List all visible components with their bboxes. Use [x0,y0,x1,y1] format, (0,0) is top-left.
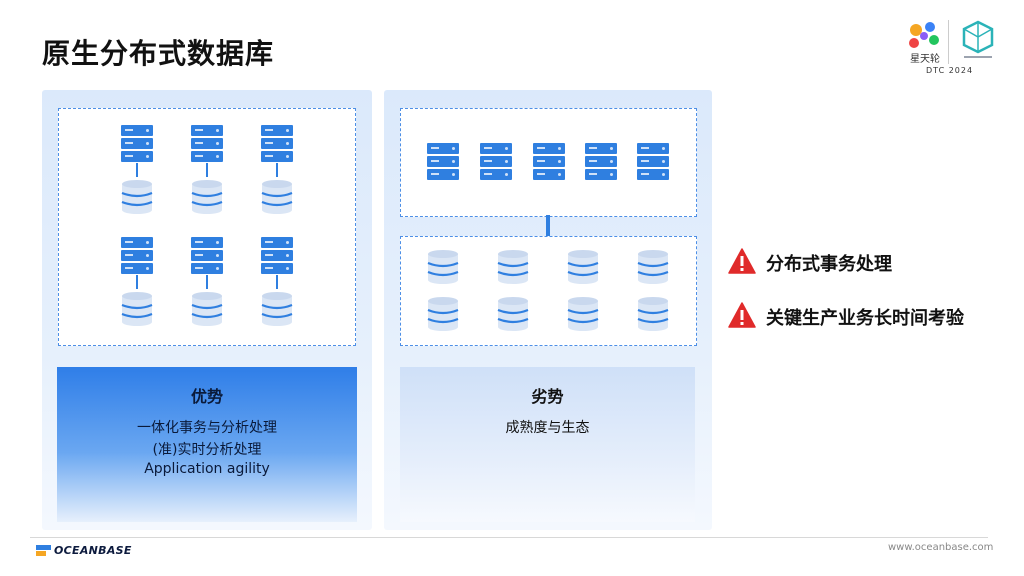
server-icon [121,125,153,163]
warning-icon [728,302,756,328]
tianlun-logo-text: 星天轮 [910,54,940,65]
oceanbase-logo-icon [36,545,51,556]
database-icon [567,250,599,284]
disadvantages-box: 劣势 成熟度与生态 [400,367,695,522]
advantages-box: 优势 一体化事务与分析处理 (准)实时分析处理 Application agil… [57,367,357,522]
database-icon [497,250,529,284]
server-icon [121,237,153,275]
database-icon [567,297,599,331]
disadvantages-heading: 劣势 [531,387,564,406]
layer-connector [546,215,550,237]
server-icon [637,143,669,181]
tianlun-logo-icon [909,22,939,48]
server-icon [585,143,617,181]
advantage-line-1: 一体化事务与分析处理 [137,420,277,436]
database-icon [637,250,669,284]
advantage-line-3: Application agility [144,461,270,477]
node-connector [206,163,208,177]
dtc-logo-icon [962,20,994,58]
left-node-group [58,108,356,346]
database-icon [121,180,153,214]
page-title: 原生分布式数据库 [42,37,275,70]
footer-url: www.oceanbase.com [888,542,994,553]
node-connector [136,275,138,289]
compute-layer-box [400,108,697,217]
database-icon [191,292,223,326]
database-icon [427,297,459,331]
database-icon [261,180,293,214]
database-icon [121,292,153,326]
server-icon [533,143,565,181]
node-connector [136,163,138,177]
database-icon [637,297,669,331]
server-icon [191,237,223,275]
logo-divider [948,20,949,64]
disadvantage-line-1: 成熟度与生态 [505,420,590,436]
database-icon [497,297,529,331]
warning-icon [728,248,756,274]
database-icon [261,292,293,326]
server-icon [261,237,293,275]
event-logos: 星天轮 DTC 2024 [900,14,1010,76]
advantage-line-2: (准)实时分析处理 [152,442,262,458]
database-icon [427,250,459,284]
server-icon [427,143,459,181]
warning-text-1: 分布式事务处理 [766,254,892,275]
server-icon [261,125,293,163]
footer-divider [30,537,988,538]
node-connector [276,163,278,177]
server-icon [480,143,512,181]
warning-text-2: 关键生产业务长时间考验 [766,308,964,329]
event-year: DTC 2024 [926,66,974,75]
storage-layer-box [400,236,697,346]
node-connector [276,275,278,289]
advantages-heading: 优势 [190,387,223,406]
server-icon [191,125,223,163]
database-icon [191,180,223,214]
node-connector [206,275,208,289]
brand-name: OCEANBASE [54,544,132,557]
